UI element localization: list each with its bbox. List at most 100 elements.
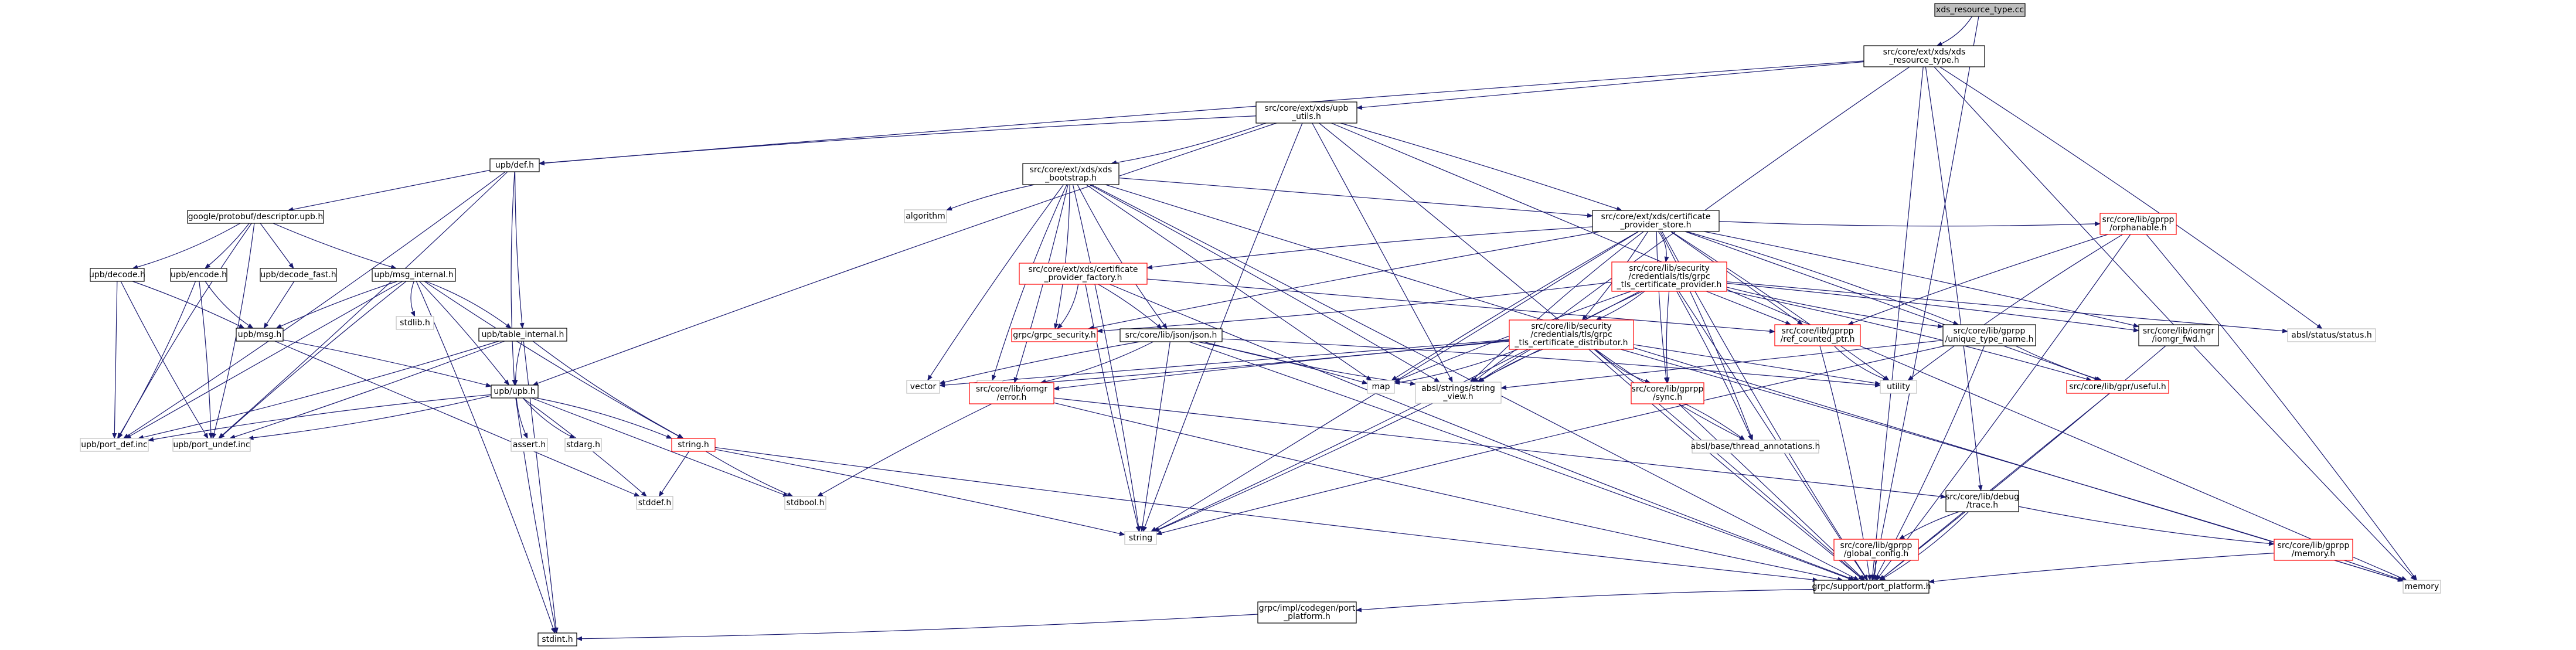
node-box: [1774, 324, 1861, 346]
node-label: /trace.h: [1966, 501, 1998, 510]
edge-bootstrap-to-algorithm: [946, 184, 1035, 211]
node-root[interactable]: xds_resource_type.cc: [1934, 3, 2026, 17]
edge-upbdef-to-upbupb: [511, 171, 517, 386]
edge-xrt-to-debugtrace: [1925, 66, 1983, 491]
node-encode[interactable]: upb/encode.h: [170, 268, 227, 282]
node-box: [1945, 490, 2019, 512]
node-stringh[interactable]: string.h: [671, 438, 716, 452]
node-debugtrace[interactable]: src/core/lib/debug/trace.h: [1945, 490, 2019, 512]
node-upbupb[interactable]: upb/upb.h: [491, 384, 539, 399]
node-box: [1631, 382, 1704, 404]
node-stringview[interactable]: absl/strings/string_view.h: [1415, 382, 1502, 404]
node-refcounted[interactable]: src/core/lib/gprpp/ref_counted_ptr.h: [1774, 324, 1861, 346]
edge-sync-to-threadann: [1685, 403, 1745, 441]
node-codegen[interactable]: grpc/impl/codegen/port_platform.h: [1257, 601, 1357, 624]
node-box: [396, 316, 434, 330]
node-box: [478, 328, 567, 342]
node-descriptor[interactable]: google/protobuf/descriptor.upb.h: [187, 210, 324, 224]
edge-certstore-to-threadann: [1660, 231, 1753, 441]
node-utility[interactable]: utility: [1880, 380, 1917, 394]
node-map[interactable]: map: [1367, 380, 1395, 394]
edge-bootstrap-to-grpcsec: [1053, 184, 1070, 329]
edge-bootstrap-to-json: [1077, 184, 1168, 329]
node-box: [2099, 213, 2177, 235]
node-stddef[interactable]: stddef.h: [636, 496, 673, 510]
node-stdlib[interactable]: stdlib.h: [396, 316, 434, 330]
node-bootstrap[interactable]: src/core/ext/xds/xds_bootstrap.h: [1022, 163, 1119, 185]
node-globalconfig[interactable]: src/core/lib/gprpp/global_config.h: [1833, 539, 1919, 561]
edge-msginternal-to-tableinternal: [425, 281, 512, 329]
node-useful[interactable]: src/core/lib/gpr/useful.h: [2066, 380, 2169, 394]
node-certstore[interactable]: src/core/ext/xds/certificate_provider_st…: [1592, 210, 1720, 232]
node-label: /error.h: [997, 393, 1027, 402]
node-gprppmemory[interactable]: src/core/lib/gprpp/memory.h: [2274, 539, 2353, 561]
edge-error-to-portplatform: [1053, 402, 1844, 582]
edge-tlsprov-to-grpcsec: [1097, 281, 1612, 333]
node-upbdef[interactable]: upb/def.h: [489, 158, 540, 172]
edge-upbupb-to-stdint: [515, 397, 558, 634]
node-label: src/core/lib/gprpp: [1782, 326, 1854, 336]
edge-certstore-to-uniquetype: [1686, 231, 1959, 325]
node-string[interactable]: string: [1124, 531, 1157, 545]
node-orphanable[interactable]: src/core/lib/gprpp/orphanable.h: [2099, 213, 2177, 235]
node-sync[interactable]: src/core/lib/gprpp/sync.h: [1631, 382, 1704, 404]
node-box: [491, 384, 539, 399]
node-portplatform[interactable]: grpc/support/port_platform.h: [1812, 580, 1931, 594]
node-msg[interactable]: upb/msg.h: [236, 328, 284, 342]
edge-upbupb-to-assert: [516, 397, 528, 439]
node-portundef[interactable]: upb/port_undef.inc: [172, 438, 251, 452]
node-label: map: [1372, 382, 1390, 392]
node-iomgrfwd[interactable]: src/core/lib/iomgr/iomgr_fwd.h: [2138, 324, 2219, 346]
node-label: stddef.h: [638, 498, 671, 508]
node-box: [1592, 210, 1720, 232]
edge-utils-to-upbupb: [532, 122, 1277, 386]
node-box: [1255, 101, 1357, 124]
node-utils[interactable]: src/core/ext/xds/upb_utils.h: [1255, 101, 1357, 124]
edge-certstore-to-orphanable: [1719, 221, 2101, 227]
node-label: /credentials/tls/grpc: [1530, 330, 1612, 339]
node-decodefast[interactable]: upb/decode_fast.h: [260, 268, 337, 282]
node-label: absl/base/thread_annotations.h: [1691, 442, 1820, 451]
node-portdef[interactable]: upb/port_def.inc: [80, 438, 149, 452]
node-decode[interactable]: upb/decode.h: [89, 268, 145, 282]
node-label: upb/def.h: [495, 161, 534, 170]
node-threadann[interactable]: absl/base/thread_annotations.h: [1691, 440, 1820, 454]
node-uniquetype[interactable]: src/core/lib/gprpp/unique_type_name.h: [1942, 324, 2036, 346]
edge-certstore-to-utility: [1671, 231, 1890, 381]
edge-orphanable-to-memory: [2146, 234, 2417, 581]
node-assert[interactable]: assert.h: [511, 438, 548, 452]
node-box: [1415, 382, 1502, 404]
node-box: [906, 380, 940, 394]
edge-utils-to-bootstrap: [1110, 122, 1267, 165]
node-vector[interactable]: vector: [906, 380, 940, 394]
node-xrt[interactable]: src/core/ext/xds/xds_resource_type.h: [1863, 45, 1985, 67]
node-box: [2287, 328, 2376, 342]
node-stdbool[interactable]: stdbool.h: [784, 496, 826, 510]
node-box: [1509, 319, 1634, 350]
edge-tlsprov-to-threadann: [1676, 291, 1753, 441]
edge-iomgrfwd-to-portplatform: [1879, 345, 2166, 581]
edge-descriptor-to-encode: [205, 223, 250, 269]
node-msginternal[interactable]: upb/msg_internal.h: [372, 268, 456, 282]
node-tableinternal[interactable]: upb/table_internal.h: [478, 328, 567, 342]
node-certfactory[interactable]: src/core/ext/xds/certificate_provider_fa…: [1019, 263, 1148, 285]
node-grpcsec[interactable]: grpc/grpc_security.h: [1011, 328, 1098, 342]
node-stdarg[interactable]: stdarg.h: [564, 438, 602, 452]
node-box: [1833, 539, 1919, 561]
node-stdint[interactable]: stdint.h: [537, 632, 577, 646]
node-tlsprov[interactable]: src/core/lib/security/credentials/tls/gr…: [1611, 261, 1727, 292]
edge-globalconfig-to-portplatform: [1871, 560, 1877, 581]
node-label: src/core/lib/gpr/useful.h: [2069, 382, 2166, 392]
node-label: string.h: [678, 440, 709, 450]
node-box: [1124, 531, 1157, 545]
node-memory[interactable]: memory: [2403, 580, 2441, 594]
node-algorithm[interactable]: algorithm: [904, 209, 947, 223]
edge-tlsdist-to-sync: [1595, 349, 1651, 383]
node-label: src/core/lib/iomgr: [2143, 326, 2215, 336]
node-tlsdist[interactable]: src/core/lib/security/credentials/tls/gr…: [1509, 319, 1634, 350]
node-abslstatus[interactable]: absl/status/status.h: [2287, 328, 2376, 342]
node-error[interactable]: src/core/lib/iomgr/error.h: [969, 382, 1054, 404]
node-label: grpc/impl/codegen/port: [1259, 604, 1356, 613]
node-json[interactable]: src/core/lib/json/json.h: [1119, 328, 1223, 342]
